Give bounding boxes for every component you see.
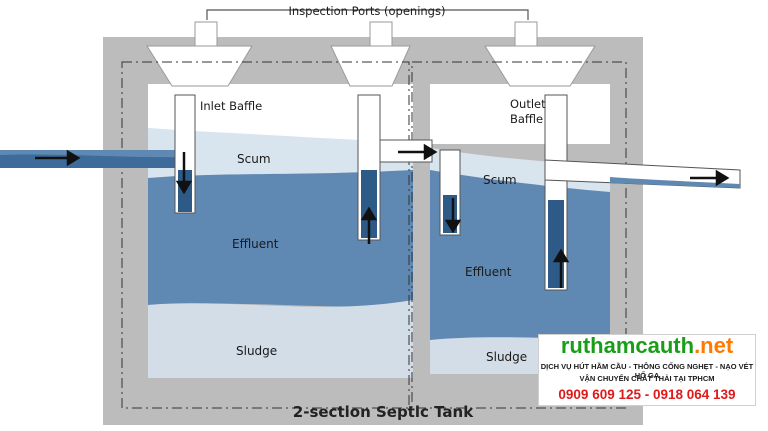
inlet-line-label-1: Inlet Line [5, 110, 58, 124]
inspection-port-1-cap [194, 21, 218, 47]
arrow-inlet-head [66, 149, 81, 167]
inner-outline-1 [121, 61, 410, 409]
outlet-flow [610, 177, 740, 188]
ad-services-line-1: DỊCH VỤ HÚT HẦM CẦU - THÔNG CỐNG NGHẸT -… [540, 362, 754, 380]
arrow-inlet-down-head [175, 180, 193, 195]
inspection-ports-label: Inspection Ports (openings) [289, 4, 446, 18]
advertisement-box: ruthamcauth.net DỊCH VỤ HÚT HẦM CẦU - TH… [538, 333, 756, 406]
inlet-baffle-label: Inlet Baffle [200, 99, 262, 113]
outlet-line-label-2: To Leach Field [663, 141, 744, 155]
arrow-chamber2-down-head [444, 219, 462, 234]
transfer-tee-fill [361, 170, 377, 238]
ad-brand: ruthamcauth.net [539, 333, 755, 359]
flow-arrows [35, 143, 730, 288]
scum-label-1: Scum [237, 152, 271, 166]
arrow-transfer-right-head [423, 143, 438, 161]
inspection-ports-bracket [206, 9, 529, 20]
ad-brand-suffix: .net [694, 333, 734, 358]
chamber-1-scum [148, 128, 413, 182]
chamber-1-effluent [148, 170, 413, 307]
arrow-transfer-up-head [360, 206, 378, 221]
middle-wall [413, 84, 430, 384]
arrow-outlet-up-head [552, 248, 570, 263]
ad-brand-main: ruthamcauth [560, 333, 695, 358]
ad-services-line-2: VẬN CHUYỂN CHẤT THẢI TẠI TPHCM [579, 374, 715, 383]
outlet-baffle-label-1: Outlet [510, 97, 546, 111]
chamber-1-sludge [148, 300, 413, 378]
outlet-baffle-label-2: Baffle [510, 112, 543, 126]
outlet-line-label-1: Outlet Line [672, 127, 735, 141]
ad-phone-numbers: 0909 609 125 - 0918 064 139 [558, 387, 736, 402]
scum-label-2: Scum [483, 173, 517, 187]
diagram-title: 2-section Septic Tank [293, 403, 474, 421]
sludge-label-1: Sludge [236, 344, 277, 358]
sludge-label-2: Sludge [486, 350, 527, 364]
effluent-label-1: Effluent [232, 237, 279, 251]
inspection-port-3-cap [514, 21, 538, 47]
chamber-2-airspace [430, 84, 610, 144]
inspection-port-3 [484, 45, 596, 87]
inner-outline-2 [411, 61, 627, 409]
effluent-label-2: Effluent [465, 265, 512, 279]
inspection-port-2-cap [369, 21, 393, 47]
inlet-line-label-2: From House [5, 124, 73, 138]
arrow-outlet-head [715, 169, 730, 187]
